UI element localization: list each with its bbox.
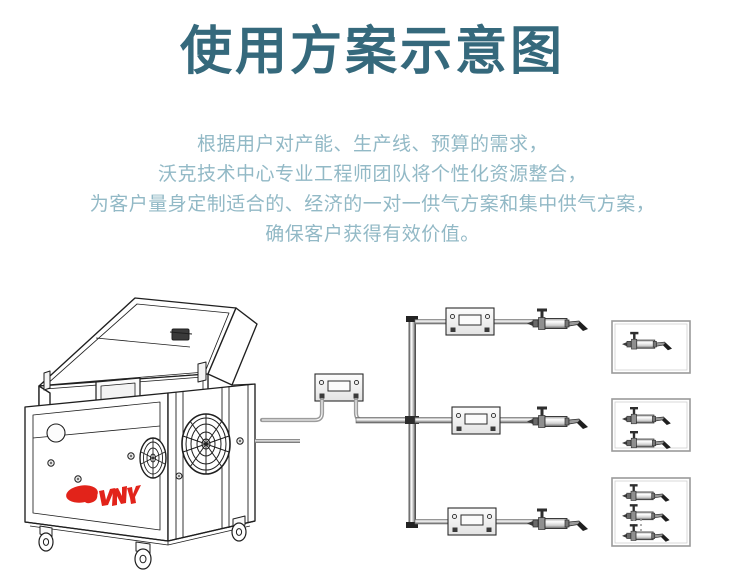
okay-logo [66,485,141,506]
callout-box-double-torch [611,398,691,452]
description-line-2: 沃克技术中心专业工程师团队将个性化资源整合， [157,164,587,185]
gas-torch [526,406,589,430]
gas-generator-cabinet [24,297,258,570]
flow-regulator-box [445,307,495,336]
exhaust-fan-grille-large [181,413,231,475]
gas-torch [526,508,589,532]
distribution-box-legs [259,397,413,423]
flow-regulator-box [451,406,501,435]
caster-wheel [38,525,54,552]
callout-box-single-torch [611,320,691,374]
description-line-4: 确保客户获得有效价值。 [265,224,480,245]
branch-line-2 [414,406,589,435]
gas-torch [526,308,589,332]
branch-line-1 [414,307,589,336]
branch-line-3 [414,507,589,536]
caster-wheel [231,515,247,542]
description-line-1: 根据用户对产能、生产线、预算的需求， [196,134,548,155]
gas-distribution-box [314,373,364,402]
callout-box-multi-torch [611,477,691,547]
usage-scheme-diagram [0,276,745,576]
description-line-3: 为客户量身定制适合的、经济的一对一供气方案和集中供气方案， [89,194,656,215]
flow-regulator-box [447,507,497,536]
page-title: 使用方案示意图 [179,23,565,81]
caster-wheel [134,541,152,570]
exhaust-fan-grille-small [139,437,167,479]
description-block: 根据用户对产能、生产线、预算的需求， 沃克技术中心专业工程师团队将个性化资源整合… [0,130,745,250]
